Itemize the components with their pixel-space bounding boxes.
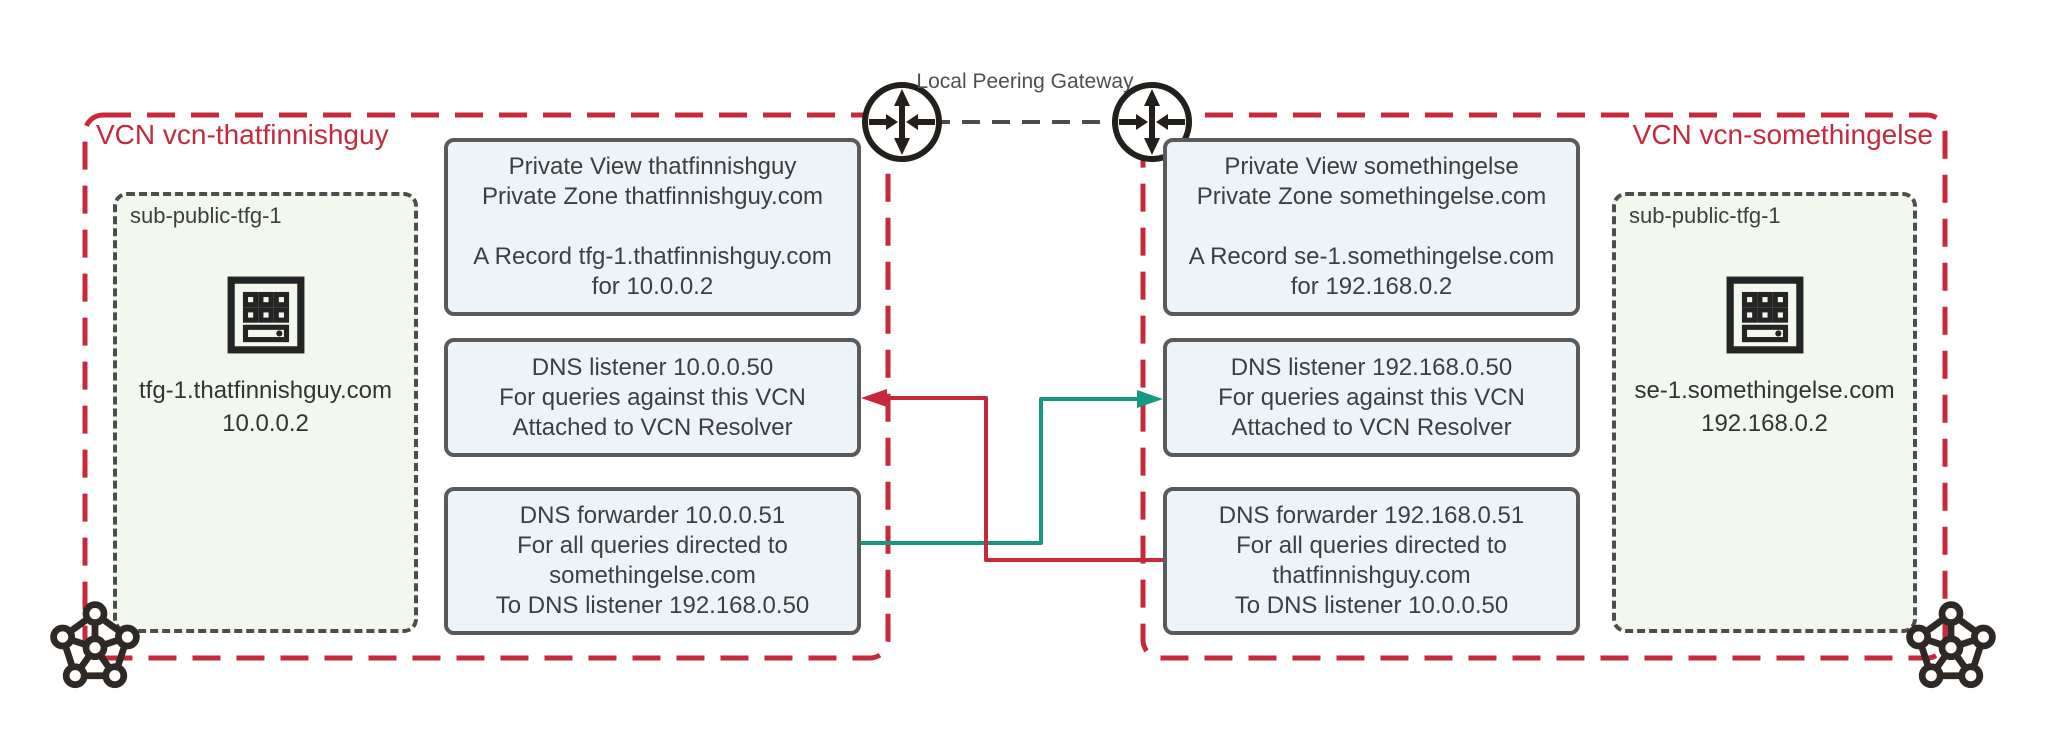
box-text-line: DNS listener 10.0.0.50: [531, 353, 774, 381]
box-text-line: For all queries directed to: [1236, 532, 1507, 559]
compute-instance-icon: [1726, 276, 1803, 354]
box-text-line: DNS listener 192.168.0.50: [1230, 353, 1513, 381]
vcn-left-border: [82, 112, 891, 661]
host-left-name: tfg-1.thatfinnishguy.com: [138, 377, 393, 404]
local-peering-gateway-label: Local Peering Gateway: [916, 70, 1134, 93]
subnet-left: sub-public-tfg-1 tfg-1.thatfinnishguy.co…: [113, 192, 418, 633]
query-arrow-red: [861, 389, 1163, 562]
box-text-line: for 192.168.0.2: [1290, 273, 1453, 300]
dns-listener-box-right: DNS listener 192.168.0.50 For queries ag…: [1163, 338, 1580, 457]
subnet-right: sub-public-tfg-1 se-1.somethingelse.com …: [1612, 192, 1917, 633]
host-right-labels: se-1.somethingelse.com 192.168.0.2: [1616, 374, 1913, 440]
box-text-line: [1167, 212, 1576, 242]
dns-listener-box-left: DNS listener 10.0.0.50 For queries again…: [444, 338, 861, 457]
vcn-right-border: [1140, 112, 1948, 661]
network-cluster-icon: [50, 601, 140, 689]
host-right-name: se-1.somethingelse.com: [1634, 377, 1895, 404]
host-right-ip: 192.168.0.2: [1701, 410, 1828, 437]
box-text-line: for 10.0.0.2: [591, 273, 714, 300]
box-text-line: To DNS listener 192.168.0.50: [495, 592, 810, 619]
box-text-line: For all queries directed to: [517, 532, 788, 559]
box-text-line: For queries against this VCN: [1218, 383, 1525, 411]
box-text-line: Private Zone thatfinnishguy.com: [481, 183, 824, 210]
box-text-line: Attached to VCN Resolver: [1231, 413, 1512, 441]
query-arrow-teal: [861, 390, 1163, 545]
private-view-box-right: Private View somethingelse Private Zone …: [1163, 138, 1580, 316]
vcn-left-title: VCN vcn-thatfinnishguy: [96, 119, 389, 150]
box-text-line: DNS forwarder 192.168.0.51: [1218, 502, 1525, 529]
box-text-line: DNS forwarder 10.0.0.51: [519, 502, 786, 529]
box-text-line: Private View thatfinnishguy: [508, 153, 797, 180]
dns-forwarder-box-left: DNS forwarder 10.0.0.51 For all queries …: [444, 487, 861, 635]
box-text-line: Private Zone somethingelse.com: [1196, 183, 1547, 210]
compute-instance-icon: [227, 276, 304, 354]
host-left-ip: 10.0.0.2: [222, 410, 309, 437]
local-peering-gateway-icon: [865, 85, 939, 159]
box-text-line: [448, 212, 857, 242]
box-text-line: A Record tfg-1.thatfinnishguy.com: [473, 243, 832, 270]
subnet-right-label: sub-public-tfg-1: [1629, 203, 1781, 228]
box-text-line: Private View somethingelse: [1224, 153, 1519, 180]
network-cluster-icon: [1906, 601, 1996, 689]
box-text-line: thatfinnishguy.com: [1272, 562, 1471, 589]
box-text-line: somethingelse.com: [549, 562, 756, 589]
private-view-box-left: Private View thatfinnishguy Private Zone…: [444, 138, 861, 316]
box-text-line: Attached to VCN Resolver: [512, 413, 793, 441]
subnet-left-label: sub-public-tfg-1: [130, 203, 282, 228]
vcn-right-title: VCN vcn-somethingelse: [1632, 119, 1933, 150]
dns-forwarder-box-right: DNS forwarder 192.168.0.51 For all queri…: [1163, 487, 1580, 635]
box-text-line: A Record se-1.somethingelse.com: [1188, 243, 1555, 270]
box-text-line: For queries against this VCN: [499, 383, 806, 411]
host-left-labels: tfg-1.thatfinnishguy.com 10.0.0.2: [117, 374, 414, 440]
box-text-line: To DNS listener 10.0.0.50: [1234, 592, 1509, 619]
